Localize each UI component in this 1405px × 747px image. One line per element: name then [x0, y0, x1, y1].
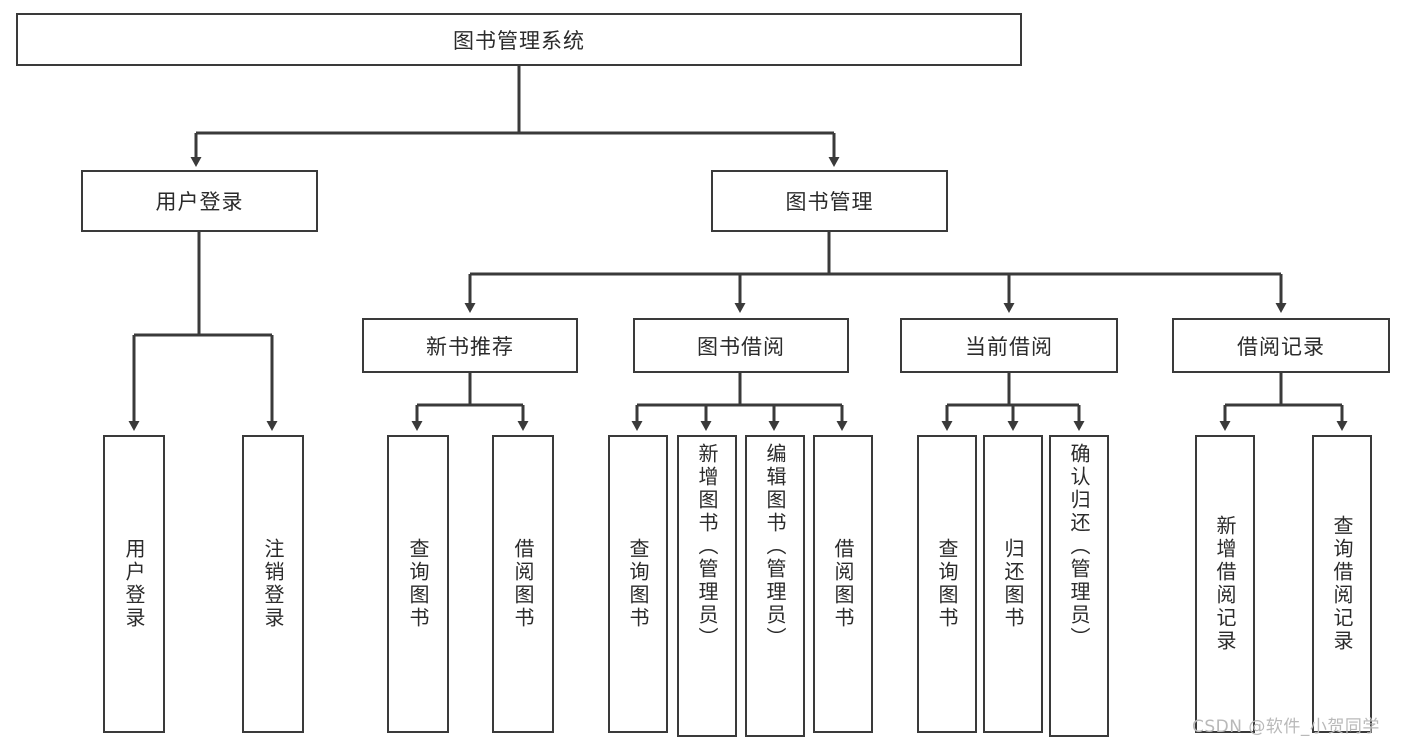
leaf-user-logout[interactable]: 注销登录	[242, 435, 304, 733]
leaf-edit-book[interactable]: 编辑图书（管理员）	[745, 435, 805, 737]
node-current-borrow[interactable]: 当前借阅	[900, 318, 1118, 373]
leaf-user-logout-label: 注销登录	[261, 538, 285, 630]
node-user-login[interactable]: 用户登录	[81, 170, 318, 232]
leaf-query-book-2-label: 查询图书	[626, 538, 650, 630]
leaf-user-login[interactable]: 用户登录	[103, 435, 165, 733]
leaf-edit-book-label: 编辑图书（管理员）	[763, 443, 787, 650]
leaf-query-book-3[interactable]: 查询图书	[917, 435, 977, 733]
leaf-borrow-book-2[interactable]: 借阅图书	[813, 435, 873, 733]
node-root[interactable]: 图书管理系统	[16, 13, 1022, 66]
leaf-query-book-3-label: 查询图书	[935, 538, 959, 630]
leaf-add-record[interactable]: 新增借阅记录	[1195, 435, 1255, 733]
leaf-query-book-1[interactable]: 查询图书	[387, 435, 449, 733]
leaf-query-record[interactable]: 查询借阅记录	[1312, 435, 1372, 733]
csdn-watermark: CSDN @软件_小贺同学	[1192, 717, 1380, 737]
leaf-return-book-label: 归还图书	[1001, 538, 1025, 630]
node-user-login-label: 用户登录	[155, 190, 244, 214]
leaf-borrow-book-1-label: 借阅图书	[511, 538, 535, 630]
leaf-user-login-label: 用户登录	[122, 538, 146, 630]
node-book-management-label: 图书管理	[785, 190, 874, 214]
node-current-borrow-label: 当前借阅	[965, 334, 1053, 359]
node-borrow-record[interactable]: 借阅记录	[1172, 318, 1390, 373]
leaf-confirm-return[interactable]: 确认归还（管理员）	[1049, 435, 1109, 737]
node-root-label: 图书管理系统	[453, 28, 585, 53]
leaf-borrow-book-1[interactable]: 借阅图书	[492, 435, 554, 733]
leaf-return-book[interactable]: 归还图书	[983, 435, 1043, 733]
leaf-confirm-return-label: 确认归还（管理员）	[1067, 443, 1091, 650]
leaf-query-book-1-label: 查询图书	[406, 538, 430, 630]
leaf-borrow-book-2-label: 借阅图书	[831, 538, 855, 630]
node-book-borrow-label: 图书借阅	[697, 334, 785, 359]
leaf-query-book-2[interactable]: 查询图书	[608, 435, 668, 733]
node-new-book-recommend[interactable]: 新书推荐	[362, 318, 578, 373]
node-book-borrow[interactable]: 图书借阅	[633, 318, 849, 373]
node-borrow-record-label: 借阅记录	[1237, 334, 1325, 359]
leaf-query-record-label: 查询借阅记录	[1330, 515, 1354, 653]
node-new-book-recommend-label: 新书推荐	[426, 334, 514, 359]
leaf-add-book[interactable]: 新增图书（管理员）	[677, 435, 737, 737]
leaf-add-book-label: 新增图书（管理员）	[695, 443, 719, 650]
leaf-add-record-label: 新增借阅记录	[1213, 515, 1237, 653]
node-book-management[interactable]: 图书管理	[711, 170, 948, 232]
